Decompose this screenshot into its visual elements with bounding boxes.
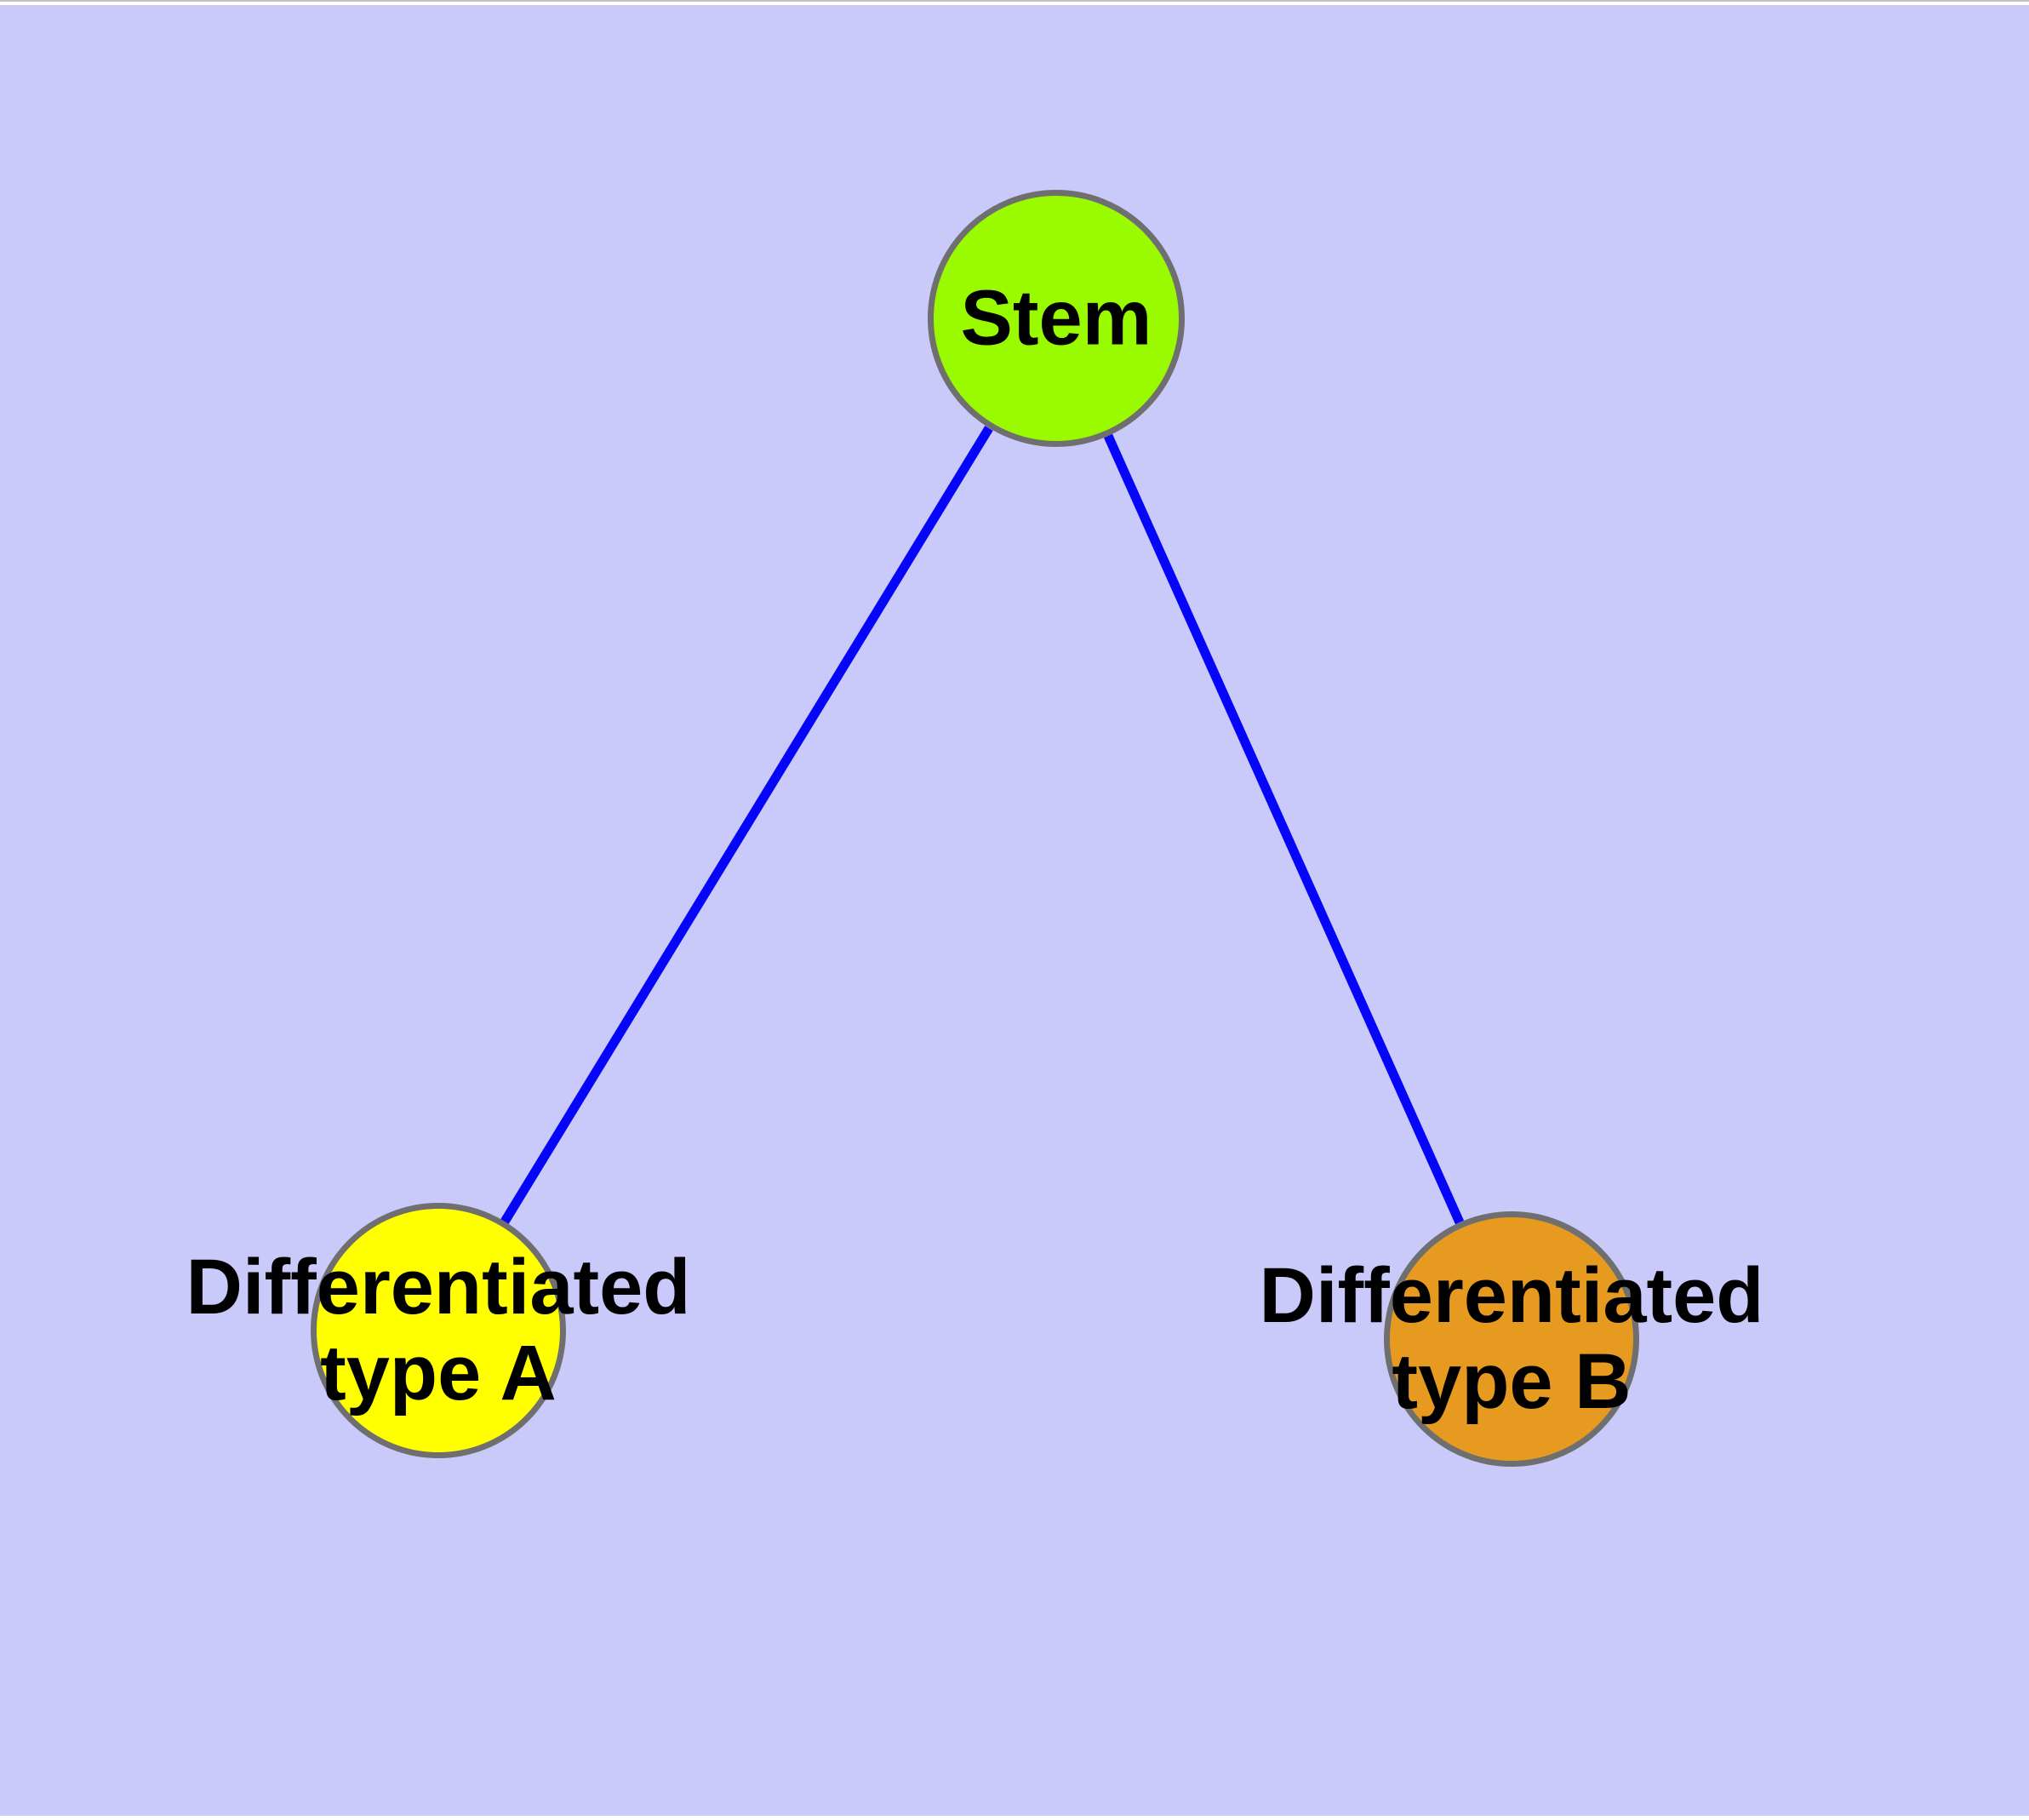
node-differentiated-type-a: Differentiated type A (186, 1203, 690, 1458)
node-stem: Stem (928, 190, 1185, 447)
edge-stem-to-type-a (500, 426, 993, 1224)
node-differentiated-type-b: Differentiated type B (1260, 1211, 1763, 1467)
node-stem-label: Stem (960, 274, 1152, 362)
top-edge-line (0, 0, 2029, 2)
edge-stem-to-type-b (1103, 433, 1465, 1225)
